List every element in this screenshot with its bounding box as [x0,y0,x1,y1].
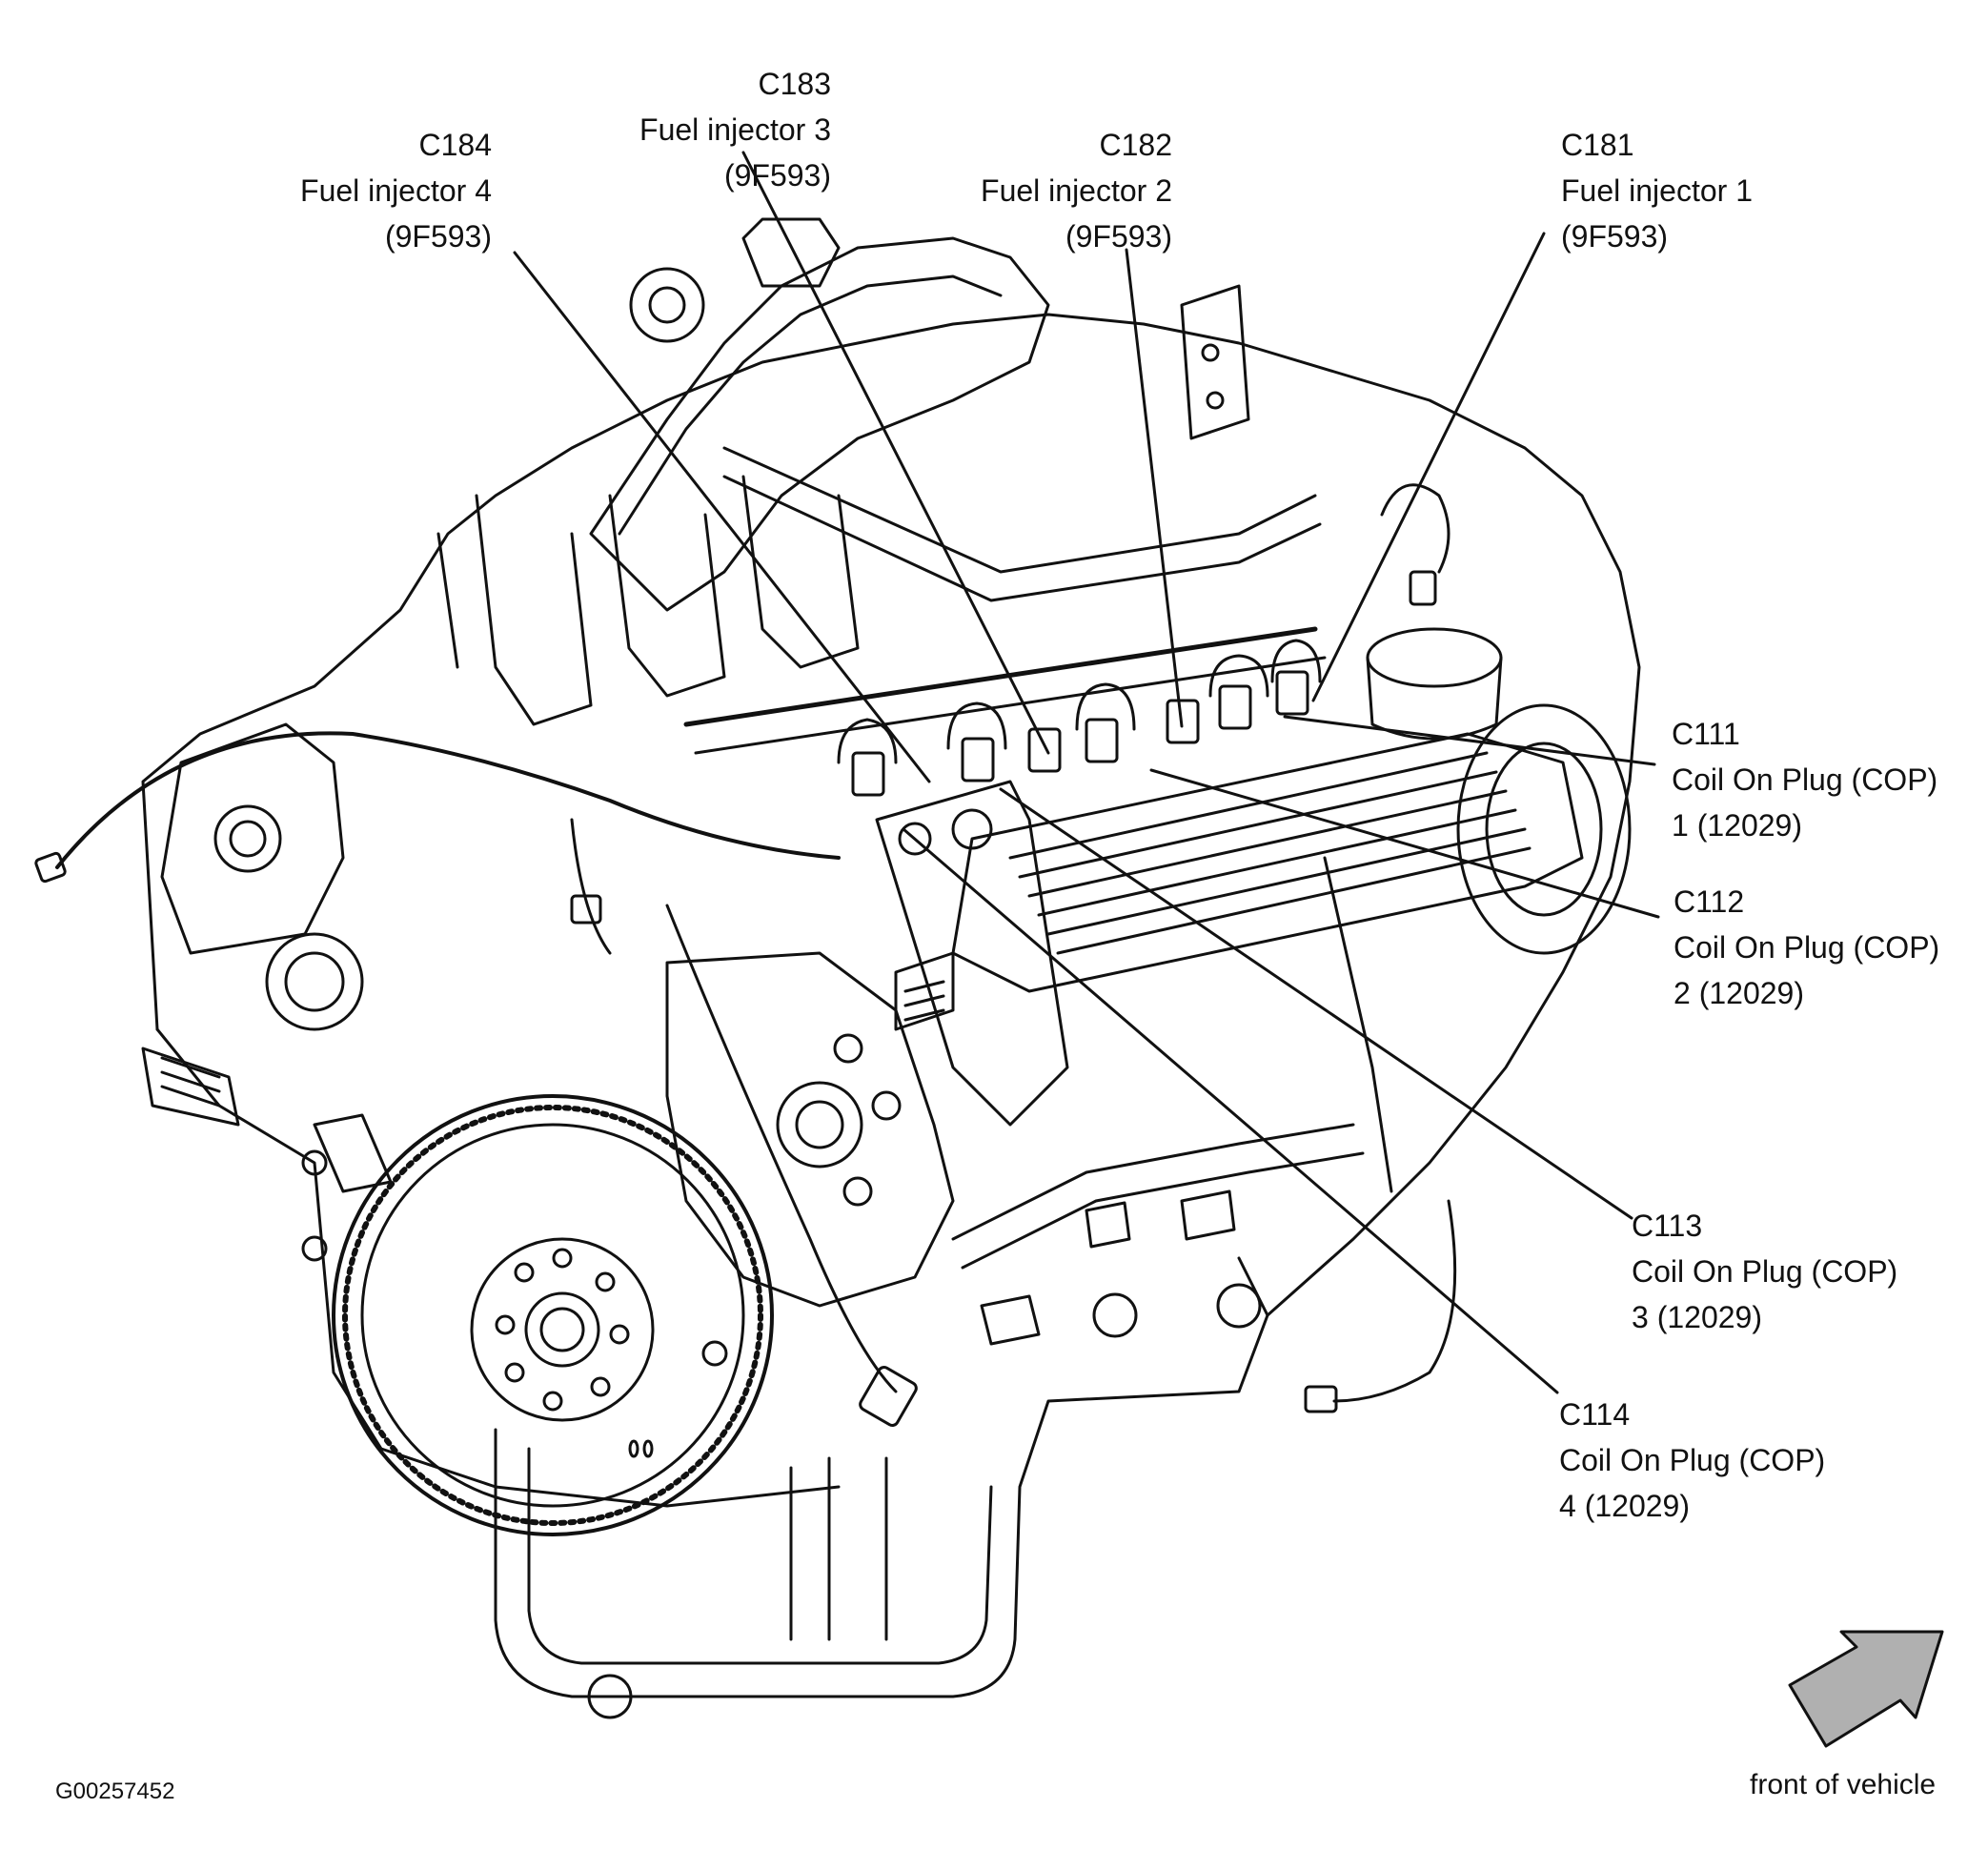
callout-c114: C114 Coil On Plug (COP) 4 (12029) [1559,1392,1845,1529]
part-number: 3 (12029) [1632,1300,1762,1334]
connector-id: C112 [1674,884,1745,919]
connector-id: C183 [758,67,832,101]
callout-c113: C113 Coil On Plug (COP) 3 (12029) [1632,1203,1917,1340]
orientation-label: front of vehicle [1750,1769,1937,1800]
engine-illustration [34,217,1641,1719]
component-name: Coil On Plug (COP) [1632,1254,1898,1289]
leader-lines [513,151,1660,1394]
component-name: Fuel injector 4 [300,173,492,208]
part-number: 2 (12029) [1674,976,1804,1010]
leader-c184 [513,251,931,783]
component-name: Fuel injector 1 [1561,173,1753,208]
component-name: Fuel injector 2 [981,173,1172,208]
connector-id: C114 [1559,1397,1631,1432]
direction-arrow-icon [1788,1630,1944,1748]
callout-c111: C111 Coil On Plug (COP) 1 (12029) [1672,711,1958,848]
connector-id: C184 [418,128,493,162]
callout-c182: C182 Fuel injector 2 (9F593) [915,122,1172,259]
component-name: Coil On Plug (COP) [1674,930,1940,965]
cop-connectors [837,639,1322,797]
connector-id: C182 [1099,128,1173,162]
flywheel [332,1094,774,1536]
connector-id: C111 [1672,717,1740,751]
figure-id: G00257452 [55,1779,175,1804]
callout-c181: C181 Fuel injector 1 (9F593) [1561,122,1809,259]
leader-c183 [741,151,1050,755]
leader-c111 [1283,715,1656,766]
component-name: Coil On Plug (COP) [1559,1443,1826,1477]
leader-c112 [1149,768,1660,919]
part-number: 4 (12029) [1559,1489,1690,1523]
component-name: Coil On Plug (COP) [1672,762,1938,797]
leader-c181 [1311,232,1546,702]
leader-c114 [902,827,1559,1394]
connector-id: C181 [1561,128,1634,162]
callout-c184: C184 Fuel injector 4 (9F593) [248,122,492,259]
leader-c113 [999,787,1633,1220]
callout-c183: C183 Fuel injector 3 (9F593) [591,61,831,198]
part-number: (9F593) [1065,219,1172,254]
leader-c182 [1125,248,1184,728]
part-number: (9F593) [1561,219,1669,254]
part-number: (9F593) [723,158,831,193]
part-number: (9F593) [384,219,492,254]
part-number: 1 (12029) [1672,808,1802,843]
callout-c112: C112 Coil On Plug (COP) 2 (12029) [1674,879,1959,1016]
component-name: Fuel injector 3 [639,112,831,147]
connector-id: C113 [1632,1209,1703,1243]
